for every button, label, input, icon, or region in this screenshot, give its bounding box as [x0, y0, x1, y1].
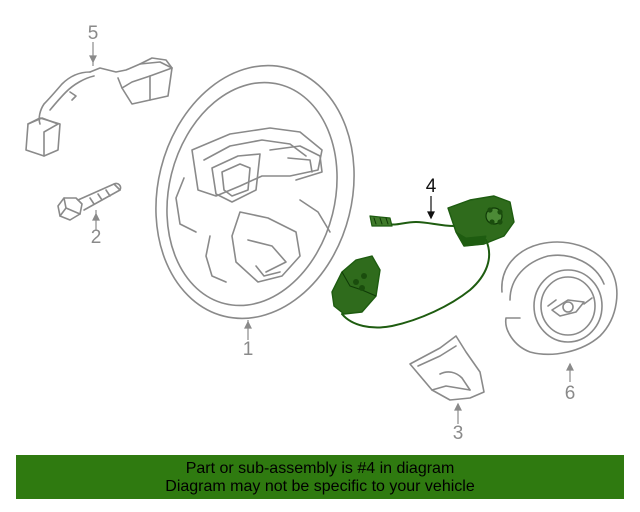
callout-4: 4	[425, 176, 437, 197]
callout-6: 6	[564, 383, 576, 404]
part-5-wiring-harness	[25, 57, 173, 157]
callout-5: 5	[87, 23, 99, 44]
part-4-switch-assembly	[331, 195, 515, 329]
leader-lines	[89, 42, 574, 424]
notice-line-1: Part or sub-assembly is #4 in diagram	[185, 460, 455, 477]
exploded-diagram	[25, 42, 618, 424]
callout-1: 1	[242, 339, 254, 360]
part-6-airbag-module	[501, 241, 618, 356]
part-2-bolt	[57, 182, 122, 221]
callout-2: 2	[90, 227, 102, 248]
notice-banner: Part or sub-assembly is #4 in diagram Di…	[16, 455, 624, 499]
part-1-steering-wheel	[155, 64, 355, 320]
notice-line-2: Diagram may not be specific to your vehi…	[165, 478, 475, 495]
callout-3: 3	[452, 423, 464, 444]
part-3-trim-cover	[409, 335, 485, 401]
